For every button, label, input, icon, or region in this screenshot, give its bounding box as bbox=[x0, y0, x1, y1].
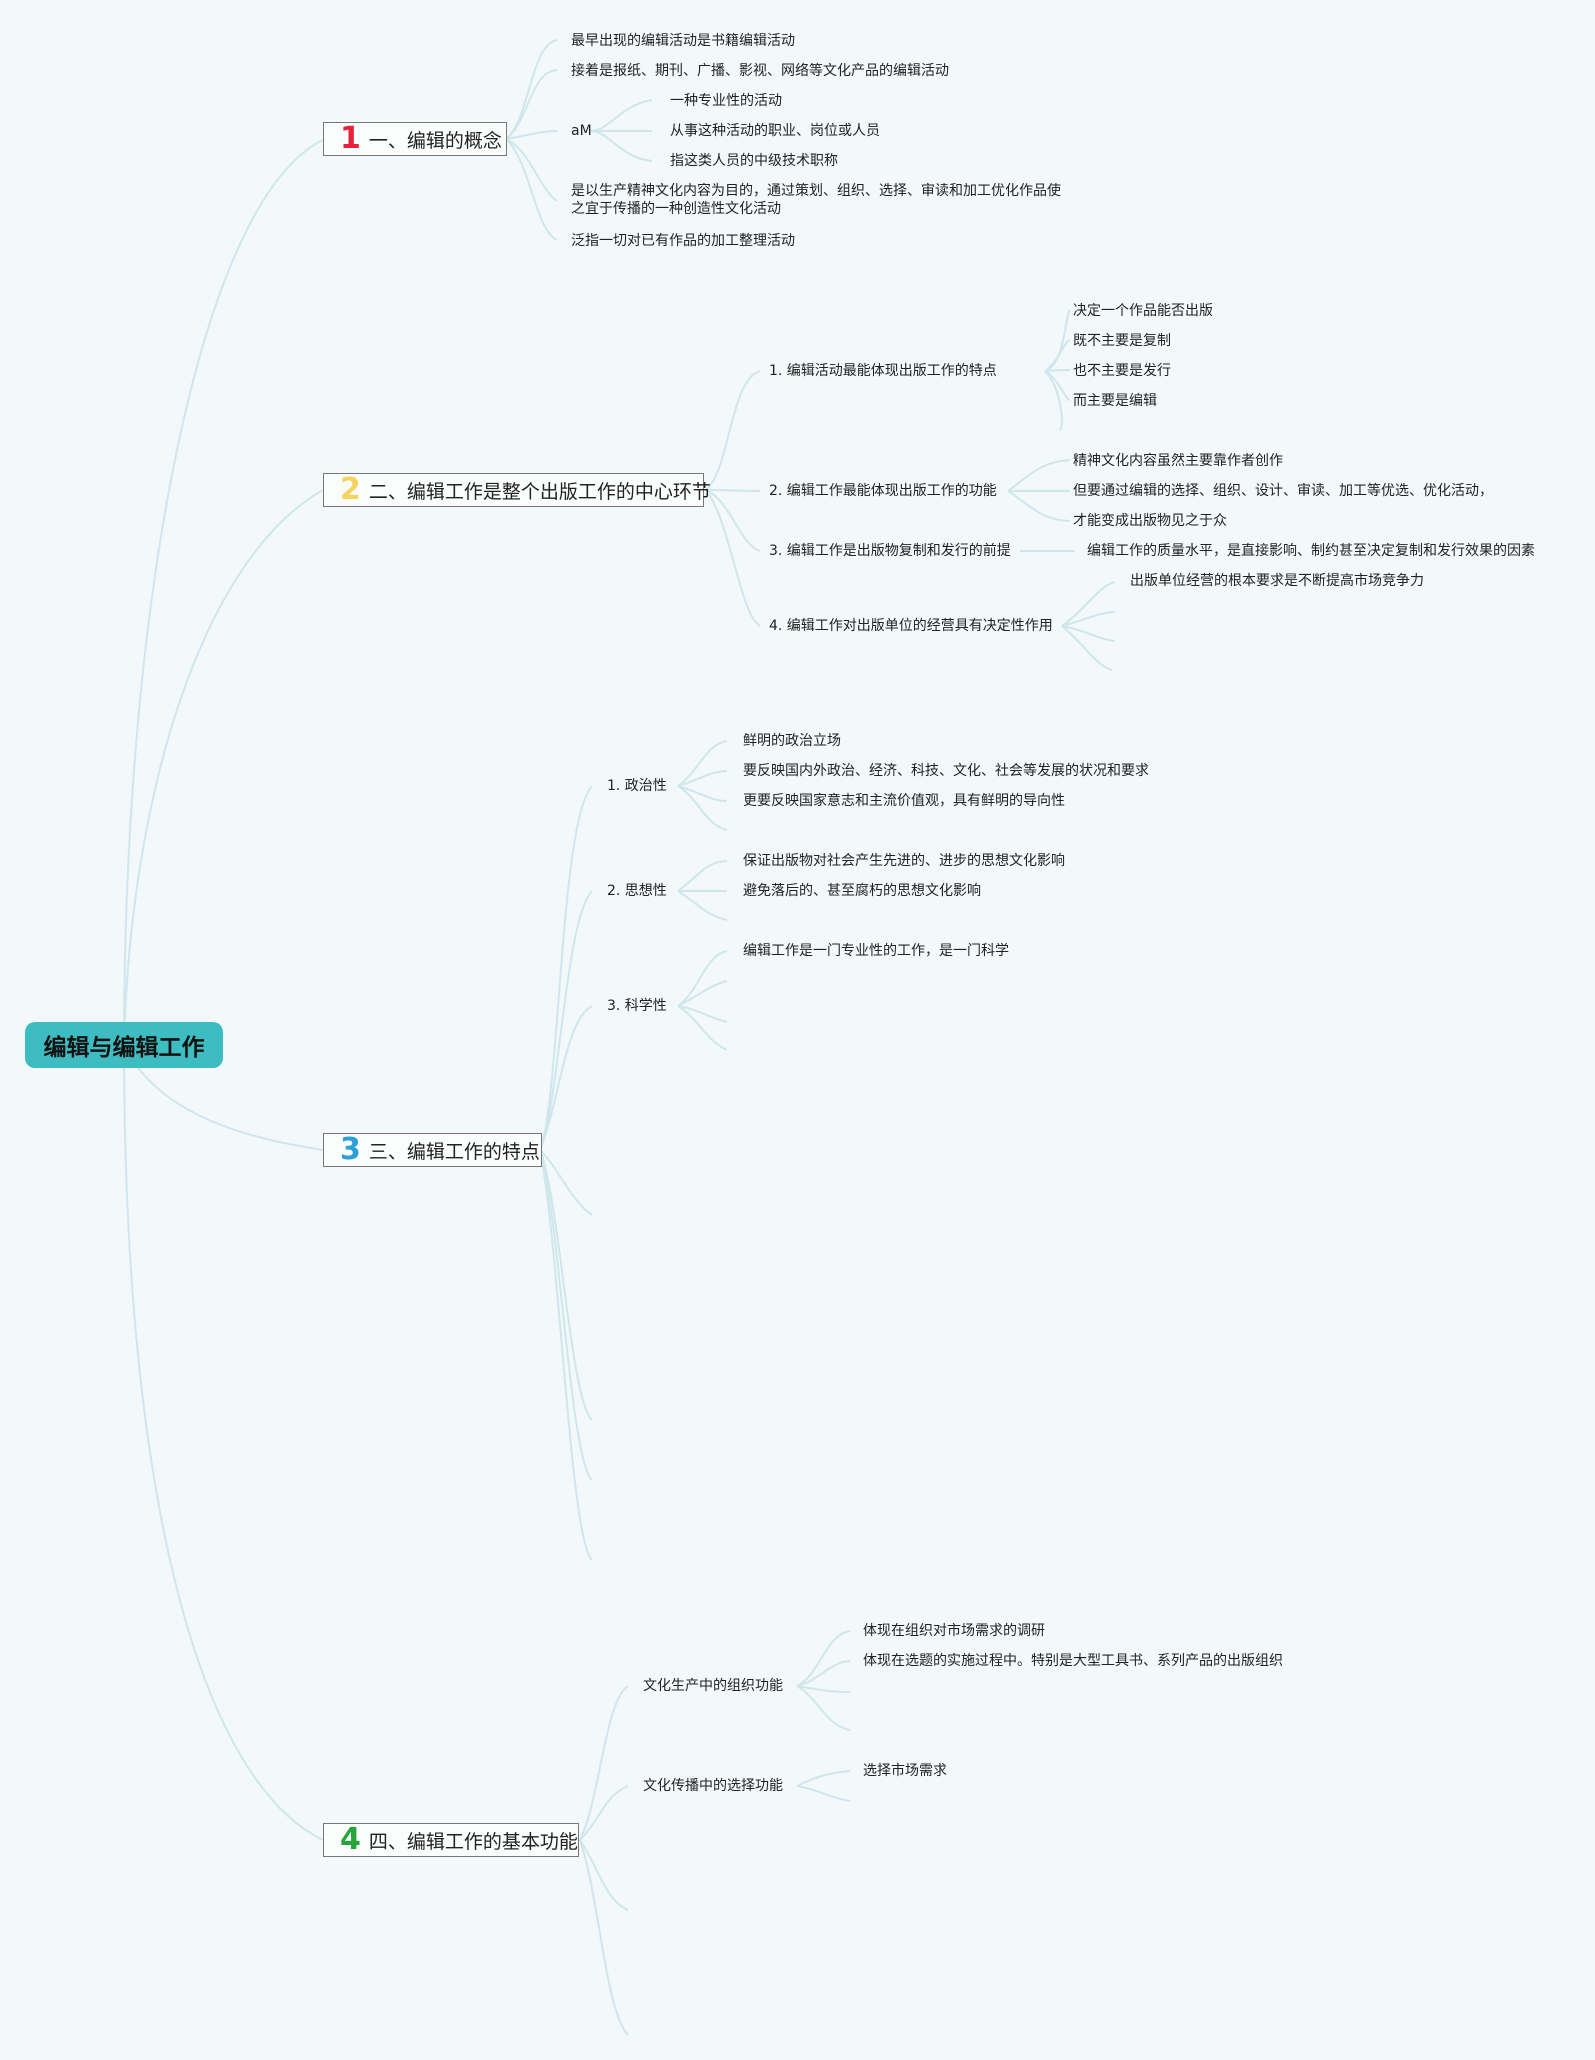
subtopic-am[interactable]: aM bbox=[571, 123, 592, 139]
subtopic[interactable]: 1. 编辑活动最能体现出版工作的特点 bbox=[769, 363, 997, 379]
topic-title: 三、编辑工作的特点 bbox=[368, 1140, 540, 1163]
leaf[interactable]: 出版单位经营的根本要求是不断提高市场竞争力 bbox=[1130, 573, 1424, 589]
leaf[interactable]: 决定一个作品能否出版 bbox=[1073, 303, 1213, 319]
leaf[interactable]: 最早出现的编辑活动是书籍编辑活动 bbox=[571, 33, 795, 49]
leaf[interactable]: 是以生产精神文化内容为目的，通过策划、组织、选择、审读和加工优化作品使之宜于传播… bbox=[571, 183, 1061, 217]
leaf[interactable]: 指这类人员的中级技术职称 bbox=[670, 153, 838, 169]
leaf[interactable]: 既不主要是复制 bbox=[1073, 333, 1171, 349]
subtopic[interactable]: 4. 编辑工作对出版单位的经营具有决定性作用 bbox=[769, 618, 1053, 634]
leaf[interactable]: 也不主要是发行 bbox=[1073, 363, 1171, 379]
leaf[interactable]: 泛指一切对已有作品的加工整理活动 bbox=[571, 233, 795, 249]
subtopic[interactable]: 文化传播中的选择功能 bbox=[643, 1778, 783, 1794]
subtopic[interactable]: 1. 政治性 bbox=[607, 778, 667, 794]
topic-basic-functions[interactable]: 4 四、编辑工作的基本功能 bbox=[323, 1823, 579, 1857]
leaf[interactable]: 要反映国内外政治、经济、科技、文化、社会等发展的状况和要求 bbox=[743, 763, 1149, 779]
subtopic[interactable]: 2. 思想性 bbox=[607, 883, 667, 899]
topic-title: 一、编辑的概念 bbox=[368, 129, 502, 152]
topic-title: 四、编辑工作的基本功能 bbox=[368, 1830, 578, 1853]
number-4-icon: 4 bbox=[340, 1822, 361, 1857]
topic-characteristics[interactable]: 3 三、编辑工作的特点 bbox=[323, 1133, 542, 1167]
subtopic[interactable]: 文化生产中的组织功能 bbox=[643, 1678, 783, 1694]
leaf[interactable]: 精神文化内容虽然主要靠作者创作 bbox=[1073, 453, 1283, 469]
leaf[interactable]: 但要通过编辑的选择、组织、设计、审读、加工等优选、优化活动， bbox=[1073, 483, 1493, 499]
leaf[interactable]: 才能变成出版物见之于众 bbox=[1073, 513, 1227, 529]
topic-concept[interactable]: 1 一、编辑的概念 bbox=[323, 122, 507, 156]
leaf[interactable]: 一种专业性的活动 bbox=[670, 93, 782, 109]
leaf[interactable]: 更要反映国家意志和主流价值观，具有鲜明的导向性 bbox=[743, 793, 1065, 809]
leaf[interactable]: 而主要是编辑 bbox=[1073, 393, 1157, 409]
leaf[interactable]: 选择市场需求 bbox=[863, 1763, 947, 1779]
leaf[interactable]: 保证出版物对社会产生先进的、进步的思想文化影响 bbox=[743, 853, 1065, 869]
root-topic[interactable]: 编辑与编辑工作 bbox=[25, 1022, 223, 1068]
leaf[interactable]: 从事这种活动的职业、岗位或人员 bbox=[670, 123, 880, 139]
leaf[interactable]: 鲜明的政治立场 bbox=[743, 733, 841, 749]
leaf[interactable]: 接着是报纸、期刊、广播、影视、网络等文化产品的编辑活动 bbox=[571, 63, 949, 79]
leaf[interactable]: 体现在选题的实施过程中。特别是大型工具书、系列产品的出版组织 bbox=[863, 1653, 1283, 1669]
number-1-icon: 1 bbox=[340, 121, 361, 156]
leaf[interactable]: 避免落后的、甚至腐朽的思想文化影响 bbox=[743, 883, 981, 899]
number-3-icon: 3 bbox=[340, 1132, 361, 1167]
subtopic[interactable]: 3. 科学性 bbox=[607, 998, 667, 1014]
root-title: 编辑与编辑工作 bbox=[43, 1035, 205, 1061]
topic-title: 二、编辑工作是整个出版工作的中心环节 bbox=[368, 480, 711, 503]
leaf[interactable]: 体现在组织对市场需求的调研 bbox=[863, 1623, 1045, 1639]
leaf[interactable]: 编辑工作是一门专业性的工作，是一门科学 bbox=[743, 943, 1009, 959]
topic-central-link[interactable]: 2 二、编辑工作是整个出版工作的中心环节 bbox=[323, 472, 711, 507]
number-2-icon: 2 bbox=[340, 472, 361, 507]
subtopic[interactable]: 2. 编辑工作最能体现出版工作的功能 bbox=[769, 483, 997, 499]
subtopic[interactable]: 3. 编辑工作是出版物复制和发行的前提 bbox=[769, 543, 1011, 559]
leaf[interactable]: 编辑工作的质量水平，是直接影响、制约甚至决定复制和发行效果的因素 bbox=[1087, 543, 1535, 559]
